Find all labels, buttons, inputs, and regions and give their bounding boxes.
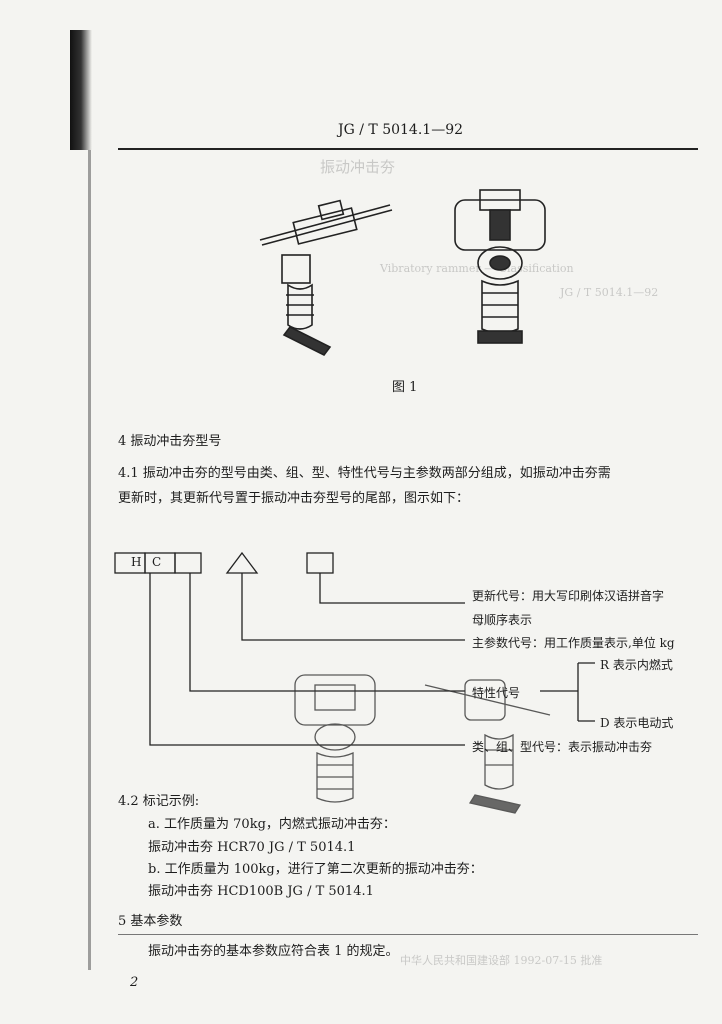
- bleed-through-text: Vibratory rammer — Classification: [380, 262, 574, 275]
- option-d-label: D 表示电动式: [600, 716, 674, 730]
- section-heading: 4 振动冲击夯型号: [118, 434, 222, 449]
- bleed-through-rammer-illustration: [294, 674, 551, 814]
- page-number: 2: [130, 975, 139, 990]
- example-a-mark: 振动冲击夯 HCR70 JG / T 5014.1: [148, 840, 356, 855]
- bleed-through-text: 振动冲击夯: [320, 158, 396, 176]
- rammer-front-view: [454, 189, 546, 344]
- example-b: b. 工作质量为 100kg，进行了第二次更新的振动冲击夯：: [148, 862, 483, 877]
- char-code-label: 特性代号: [472, 686, 521, 700]
- figure-rammer-illustrations: [259, 189, 546, 357]
- class-code-label: 类、组、型代号：表示振动冲击夯: [472, 740, 653, 754]
- example-b-mark: 振动冲击夯 HCD100B JG / T 5014.1: [148, 884, 374, 899]
- example-a: a. 工作质量为 70kg，内燃式振动冲击夯：: [148, 817, 396, 832]
- code-box-h: H: [131, 555, 142, 569]
- update-code-label-cont: 母顺序表示: [472, 613, 533, 627]
- section-heading: 5 基本参数: [118, 914, 183, 929]
- paragraph-line: 4.1 振动冲击夯的型号由类、组、型、特性代号与主参数两部分组成，如振动冲击夯需: [118, 466, 611, 481]
- section-heading: 4.2 标记示例:: [118, 794, 200, 809]
- code-box-c: C: [152, 555, 162, 569]
- bleed-through-rule: [118, 934, 698, 935]
- bleed-through-text: JG / T 5014.1—92: [560, 286, 659, 299]
- main-param-label: 主参数代号：用工作质量表示,单位 kg: [472, 636, 675, 650]
- header-rule: [118, 148, 698, 150]
- model-code-diagram: [114, 551, 595, 746]
- bleed-through-text: 中华人民共和国建设部 1992-07-15 批准: [400, 954, 603, 967]
- paragraph-line: 更新时，其更新代号置于振动冲击夯型号的尾部，图示如下：: [118, 491, 470, 506]
- option-r-label: R 表示内燃式: [600, 658, 673, 672]
- figure-caption: 图 1: [392, 380, 418, 395]
- scan-binding-shadow: [70, 30, 92, 150]
- standard-number-header: JG / T 5014.1—92: [338, 122, 464, 138]
- scan-edge-line: [88, 150, 91, 970]
- rammer-side-view: [259, 199, 393, 357]
- paragraph-line: 振动冲击夯的基本参数应符合表 1 的规定。: [148, 944, 399, 959]
- update-code-label: 更新代号：用大写印刷体汉语拼音字: [472, 589, 665, 603]
